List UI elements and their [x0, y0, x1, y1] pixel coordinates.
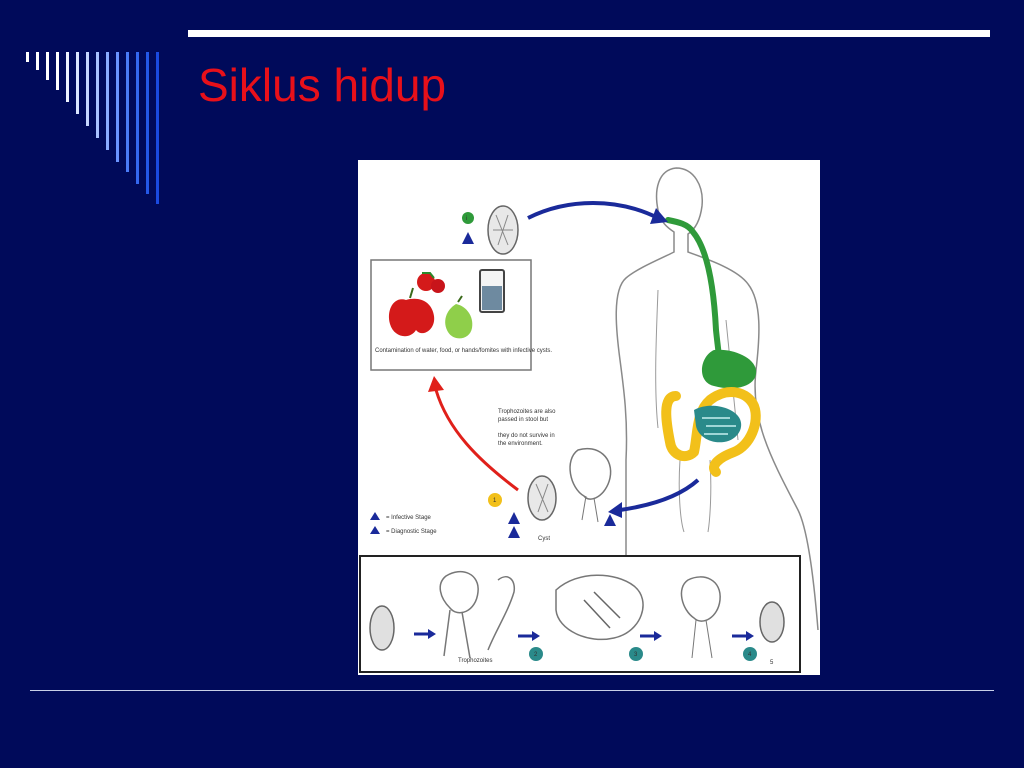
- svg-text:2: 2: [534, 652, 538, 658]
- svg-text:Contamination of water, food,: Contamination of water, food, or hands/f…: [375, 348, 552, 354]
- contamination-arrow: [434, 389, 519, 492]
- step-1-marker: [488, 493, 502, 507]
- top-rule: [188, 30, 990, 37]
- slide-title: Siklus hidup: [198, 59, 447, 111]
- svg-text:Trophozoites are also: Trophozoites are also: [498, 409, 556, 415]
- svg-text:3: 3: [634, 652, 638, 658]
- svg-text:= Diagnostic Stage: = Diagnostic Stage: [386, 529, 437, 535]
- svg-text:i: i: [466, 216, 467, 222]
- human-body-outline: [615, 167, 819, 631]
- excretion-arrow: [619, 478, 700, 512]
- apple-icon: [388, 298, 435, 337]
- decorative-stripes: [26, 52, 159, 204]
- stage-marker-infective-top: [462, 212, 474, 224]
- esophagus: [665, 217, 722, 367]
- ingestion-arrow: [527, 201, 659, 220]
- svg-text:Cyst: Cyst: [538, 536, 550, 542]
- bottom-rule: [30, 690, 994, 691]
- pear-icon: [445, 304, 473, 339]
- svg-text:= Infective Stage: = Infective Stage: [386, 515, 432, 521]
- stomach: [701, 349, 757, 389]
- svg-text:4: 4: [748, 652, 752, 658]
- excystation-panel: [359, 555, 801, 673]
- svg-text:1: 1: [493, 498, 497, 504]
- svg-text:they do not survive in: they do not survive in: [498, 433, 555, 439]
- life-cycle-diagram: i Contamination of water, food, or hands…: [358, 160, 820, 675]
- svg-text:5: 5: [770, 660, 774, 666]
- svg-text:the environment.: the environment.: [498, 441, 543, 447]
- svg-text:passed in stool but: passed in stool but: [498, 417, 548, 423]
- svg-text:Trophozoites: Trophozoites: [458, 658, 492, 664]
- colon: [661, 387, 761, 477]
- strawberry-icon: [417, 273, 435, 291]
- trophozoite-passed: [569, 447, 612, 500]
